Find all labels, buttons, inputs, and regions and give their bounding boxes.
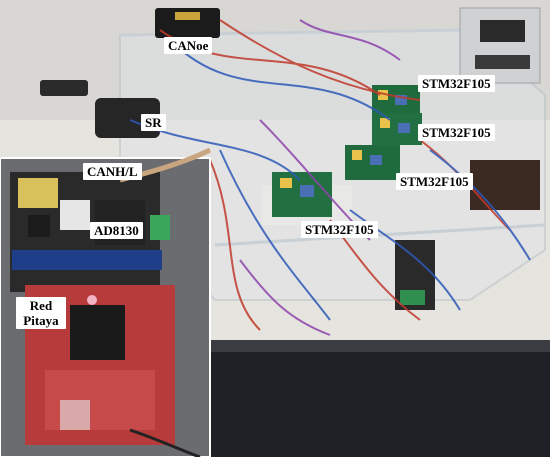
canhl-label: CANH/L xyxy=(83,163,142,180)
stm32f105-label-2: STM32F105 xyxy=(418,124,495,141)
red-pitaya-label-line2: Pitaya xyxy=(23,313,59,328)
canoe-device xyxy=(155,8,220,38)
stm32f105-label-1: STM32F105 xyxy=(418,75,495,92)
red-pitaya-label-line1: Red xyxy=(29,298,53,313)
stm32f105-label-3: STM32F105 xyxy=(396,173,473,190)
stm32-board-3 xyxy=(345,145,400,180)
canoe-label: CANoe xyxy=(164,37,213,54)
stm32-board-4 xyxy=(262,172,352,225)
stm32-board-1 xyxy=(372,85,420,115)
sr-label: SR xyxy=(141,114,166,131)
power-supply xyxy=(459,7,541,84)
red-pitaya-label: Red Pitaya xyxy=(16,297,66,329)
stm32f105-label-4: STM32F105 xyxy=(301,221,378,238)
ad8130-label: AD8130 xyxy=(90,222,143,239)
stm32-board-2 xyxy=(372,113,422,145)
